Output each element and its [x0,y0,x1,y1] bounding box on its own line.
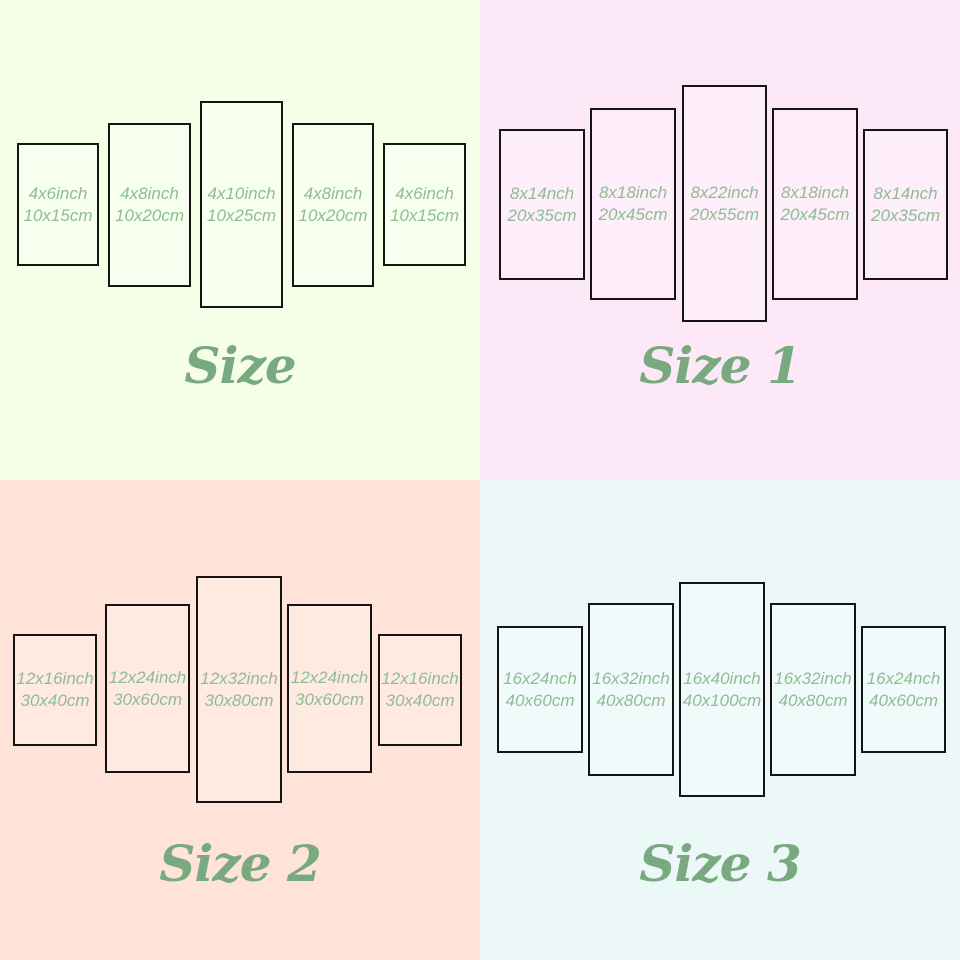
panel-size-inch: 4x10inch [207,183,276,203]
panel-size-inch: 12x32inch [200,668,278,688]
quadrant-title: Size 1 [639,336,802,395]
panel-size-cm: 10x20cm [115,206,184,225]
panel-size-inch: 4x8inch [303,184,363,203]
panel-size-inch: 16x40inch [683,668,761,688]
panel-size-inch: 12x24inch [290,667,369,687]
panel-size-cm: 10x15cm [23,205,93,225]
panel-size-cm: 30x60cm [113,689,182,709]
panel-size-cm: 20x35cm [507,205,577,225]
canvas-panel: 12x16inch 30x40cm [378,634,462,746]
panel-size-cm: 10x20cm [298,206,368,225]
canvas-panel: 8x18inch 20x45cm [590,108,676,300]
panel-size-cm: 30x40cm [20,691,90,710]
canvas-panel: 8x14nch 20x35cm [499,129,585,280]
quadrant-size-1: 8x14nch 20x35cm 8x18inch 20x45cm 8x22inc… [480,0,960,480]
canvas-panel: 8x14nch 20x35cm [863,129,948,280]
panel-size-cm: 20x45cm [780,205,850,224]
panel-size-inch: 12x16inch [381,669,459,688]
quadrant-size: 4x6inch 10x15cm 4x8inch 10x20cm 4x10inch… [0,0,480,480]
panel-size-cm: 30x60cm [295,689,364,709]
panel-size-inch: 4x8inch [120,184,179,203]
quadrant-size-3: 16x24nch 40x60cm 16x32inch 40x80cm 16x40… [480,480,960,960]
canvas-panel: 12x24inch 30x60cm [287,604,372,773]
panel-size-inch: 4x6inch [28,183,88,203]
panel-size-cm: 10x25cm [207,205,276,225]
canvas-panel: 16x24nch 40x60cm [497,626,583,753]
panel-size-inch: 16x24nch [866,668,941,688]
panel-size-inch: 4x6inch [395,183,454,203]
canvas-panel: 4x8inch 10x20cm [292,123,374,287]
panel-size-cm: 40x60cm [505,690,575,710]
canvas-panel: 4x6inch 10x15cm [383,143,466,266]
quadrant-title: Size 2 [159,834,322,893]
panel-size-inch: 12x24inch [108,667,187,687]
canvas-panel: 16x24nch 40x60cm [861,626,946,753]
panel-size-cm: 30x80cm [204,690,274,710]
canvas-panel: 16x40inch 40x100cm [679,582,765,797]
panel-size-inch: 8x14nch [873,183,938,203]
panel-size-cm: 20x45cm [598,205,668,224]
panel-size-inch: 16x32inch [592,668,670,688]
panel-size-cm: 40x80cm [778,690,848,710]
panel-size-inch: 8x22inch [690,182,759,202]
panel-size-inch: 8x18inch [780,183,850,202]
canvas-panel: 12x16inch 30x40cm [13,634,97,746]
panel-size-cm: 20x35cm [871,205,940,225]
panel-size-cm: 40x80cm [596,690,666,710]
canvas-panel: 12x32inch 30x80cm [196,576,282,803]
canvas-panel: 8x22inch 20x55cm [682,85,767,322]
panel-size-cm: 40x60cm [869,690,938,710]
panel-size-inch: 8x14nch [509,183,575,203]
panel-size-cm: 30x40cm [385,691,455,710]
quadrant-size-2: 12x16inch 30x40cm 12x24inch 30x60cm 12x3… [0,480,480,960]
canvas-panel: 4x8inch 10x20cm [108,123,191,287]
panel-size-inch: 16x24nch [503,668,577,688]
panel-size-inch: 12x16inch [16,669,94,688]
canvas-panel: 4x6inch 10x15cm [17,143,99,266]
panel-size-inch: 8x18inch [598,183,668,202]
panel-size-cm: 40x100cm [682,690,762,710]
canvas-panel: 4x10inch 10x25cm [200,101,283,308]
quadrant-title: Size [184,336,296,395]
panel-size-cm: 20x55cm [690,204,759,224]
canvas-panel: 16x32inch 40x80cm [770,603,856,776]
quadrant-title: Size 3 [639,834,802,893]
canvas-panel: 16x32inch 40x80cm [588,603,674,776]
canvas-panel: 12x24inch 30x60cm [105,604,190,773]
canvas-panel: 8x18inch 20x45cm [772,108,858,300]
panel-size-cm: 10x15cm [390,205,459,225]
panel-size-inch: 16x32inch [774,668,852,688]
